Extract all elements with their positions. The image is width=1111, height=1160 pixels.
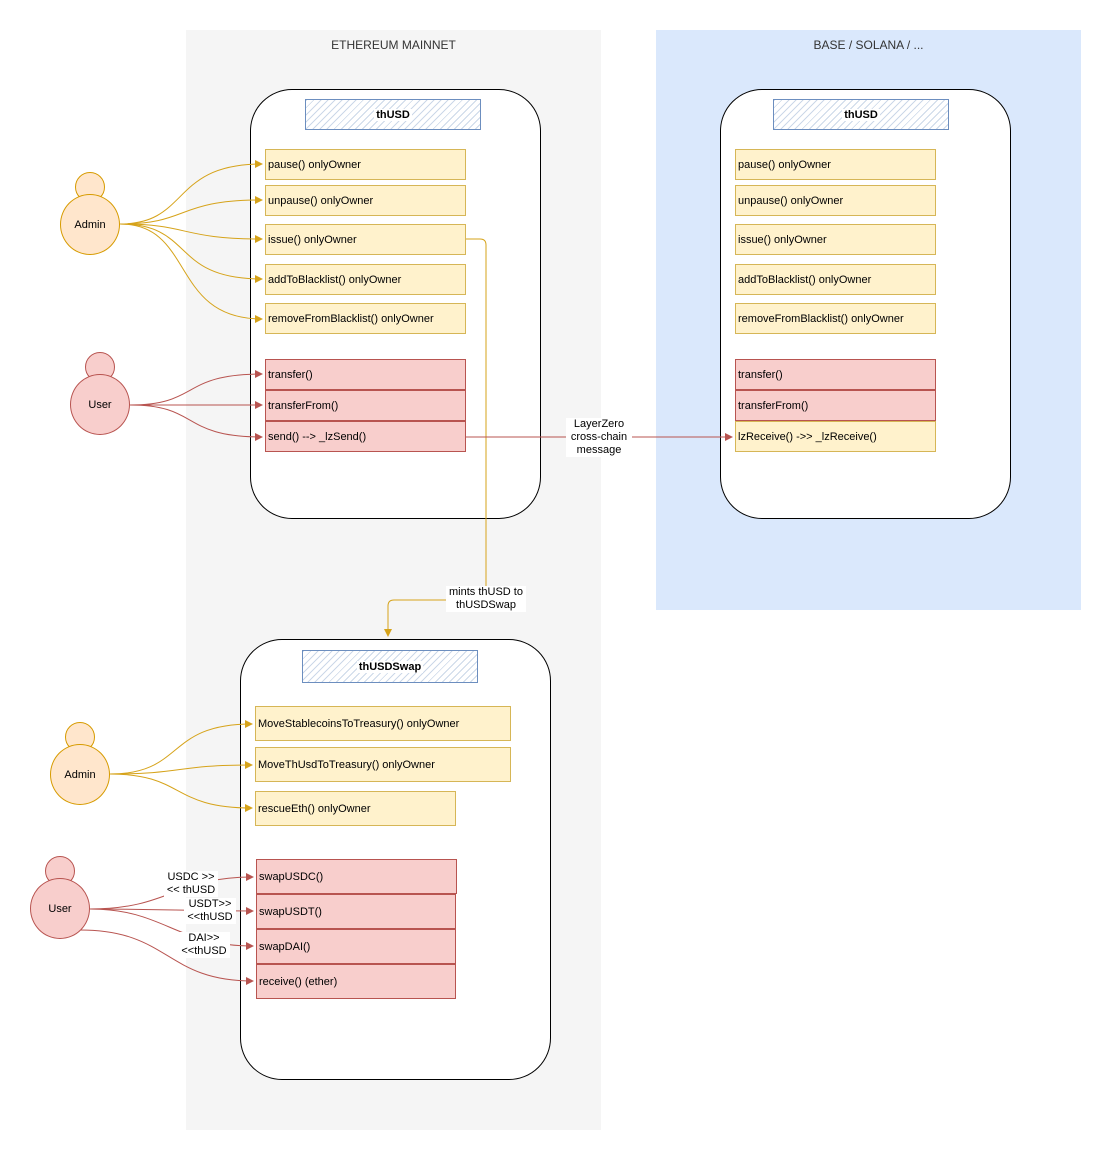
layerzero-label-line1: LayerZero bbox=[573, 418, 625, 430]
edge-admin-move-stablecoins bbox=[109, 720, 253, 775]
layerzero-label-line2: cross-chain bbox=[570, 431, 628, 443]
base-fn-transfer[interactable]: transfer() bbox=[735, 359, 936, 390]
swap-fn-swap-usdc[interactable]: swapUSDC() bbox=[256, 859, 457, 894]
edge-admin-move-thusd bbox=[109, 761, 253, 775]
thusdswap-title-text: thUSDSwap bbox=[356, 660, 424, 673]
dai-label-line1: DAI>> bbox=[188, 932, 220, 944]
swap-fn-move-stablecoins[interactable]: MoveStablecoinsToTreasury() onlyOwner bbox=[255, 706, 511, 741]
edge-admin-add-blacklist bbox=[119, 223, 263, 283]
edge-user-receive bbox=[79, 929, 254, 985]
user-top-label: User bbox=[88, 398, 112, 411]
other-chains-zone-title: BASE / SOLANA / ... bbox=[813, 38, 924, 52]
eth-thusd-title: thUSD bbox=[305, 99, 481, 130]
layerzero-label-line3: message bbox=[576, 444, 622, 456]
eth-fn-pause[interactable]: pause() onlyOwner bbox=[265, 149, 466, 180]
swap-fn-swap-dai[interactable]: swapDAI() bbox=[256, 929, 456, 964]
ethereum-zone-title: ETHEREUM MAINNET bbox=[331, 38, 456, 52]
base-fn-issue[interactable]: issue() onlyOwner bbox=[735, 224, 936, 255]
eth-fn-add-to-blacklist[interactable]: addToBlacklist() onlyOwner bbox=[265, 264, 466, 295]
eth-fn-transfer[interactable]: transfer() bbox=[265, 359, 466, 390]
edge-user-send bbox=[129, 404, 263, 441]
layerzero-label: LayerZero cross-chain message bbox=[566, 418, 632, 457]
eth-fn-unpause[interactable]: unpause() onlyOwner bbox=[265, 185, 466, 216]
swap-fn-move-thusd[interactable]: MoveThUsdToTreasury() onlyOwner bbox=[255, 747, 511, 782]
base-fn-unpause[interactable]: unpause() onlyOwner bbox=[735, 185, 936, 216]
base-fn-add-to-blacklist[interactable]: addToBlacklist() onlyOwner bbox=[735, 264, 936, 295]
base-thusd-title: thUSD bbox=[773, 99, 949, 130]
usdt-label-line2: <<thUSD bbox=[187, 911, 233, 923]
swap-fn-swap-usdt[interactable]: swapUSDT() bbox=[256, 894, 456, 929]
eth-fn-send[interactable]: send() --> _lzSend() bbox=[265, 421, 466, 452]
mints-label-line1: mints thUSD to bbox=[449, 586, 523, 598]
usdt-label-line1: USDT>> bbox=[188, 898, 232, 910]
usdc-label-line2: << thUSD bbox=[166, 884, 216, 896]
dai-label: DAI>> <<thUSD bbox=[178, 932, 230, 958]
edge-admin-unpause bbox=[119, 196, 263, 225]
usdc-label: USDC >> << thUSD bbox=[164, 871, 218, 897]
edge-admin-issue bbox=[119, 223, 263, 243]
edge-user-transfer bbox=[129, 370, 263, 406]
edge-admin-rescue-eth bbox=[109, 773, 253, 812]
eth-fn-transfer-from[interactable]: transferFrom() bbox=[265, 390, 466, 421]
swap-fn-rescue-eth[interactable]: rescueEth() onlyOwner bbox=[255, 791, 456, 826]
edge-admin-pause bbox=[119, 160, 263, 225]
usdt-label: USDT>> <<thUSD bbox=[184, 898, 236, 924]
eth-thusd-title-text: thUSD bbox=[374, 108, 412, 121]
eth-fn-issue[interactable]: issue() onlyOwner bbox=[265, 224, 466, 255]
usdc-label-line1: USDC >> bbox=[167, 871, 215, 883]
base-fn-lz-receive[interactable]: lzReceive() ->> _lzReceive() bbox=[735, 421, 936, 452]
mints-label: mints thUSD to thUSDSwap bbox=[446, 586, 526, 612]
admin-top-label: Admin bbox=[74, 218, 106, 231]
dai-label-line2: <<thUSD bbox=[181, 945, 227, 957]
eth-fn-remove-from-blacklist[interactable]: removeFromBlacklist() onlyOwner bbox=[265, 303, 466, 334]
base-fn-remove-from-blacklist[interactable]: removeFromBlacklist() onlyOwner bbox=[735, 303, 936, 334]
thusdswap-title: thUSDSwap bbox=[302, 650, 478, 683]
base-fn-transfer-from[interactable]: transferFrom() bbox=[735, 390, 936, 421]
user-bottom-label: User bbox=[48, 902, 72, 915]
edge-admin-remove-blacklist bbox=[119, 223, 263, 323]
admin-bottom-actor: Admin bbox=[50, 744, 110, 805]
base-thusd-title-text: thUSD bbox=[842, 108, 880, 121]
user-top-actor: User bbox=[70, 374, 130, 435]
base-fn-pause[interactable]: pause() onlyOwner bbox=[735, 149, 936, 180]
user-bottom-actor: User bbox=[30, 878, 90, 939]
swap-fn-receive[interactable]: receive() (ether) bbox=[256, 964, 456, 999]
admin-top-actor: Admin bbox=[60, 194, 120, 255]
admin-bottom-label: Admin bbox=[64, 768, 96, 781]
mints-label-line2: thUSDSwap bbox=[456, 599, 516, 611]
